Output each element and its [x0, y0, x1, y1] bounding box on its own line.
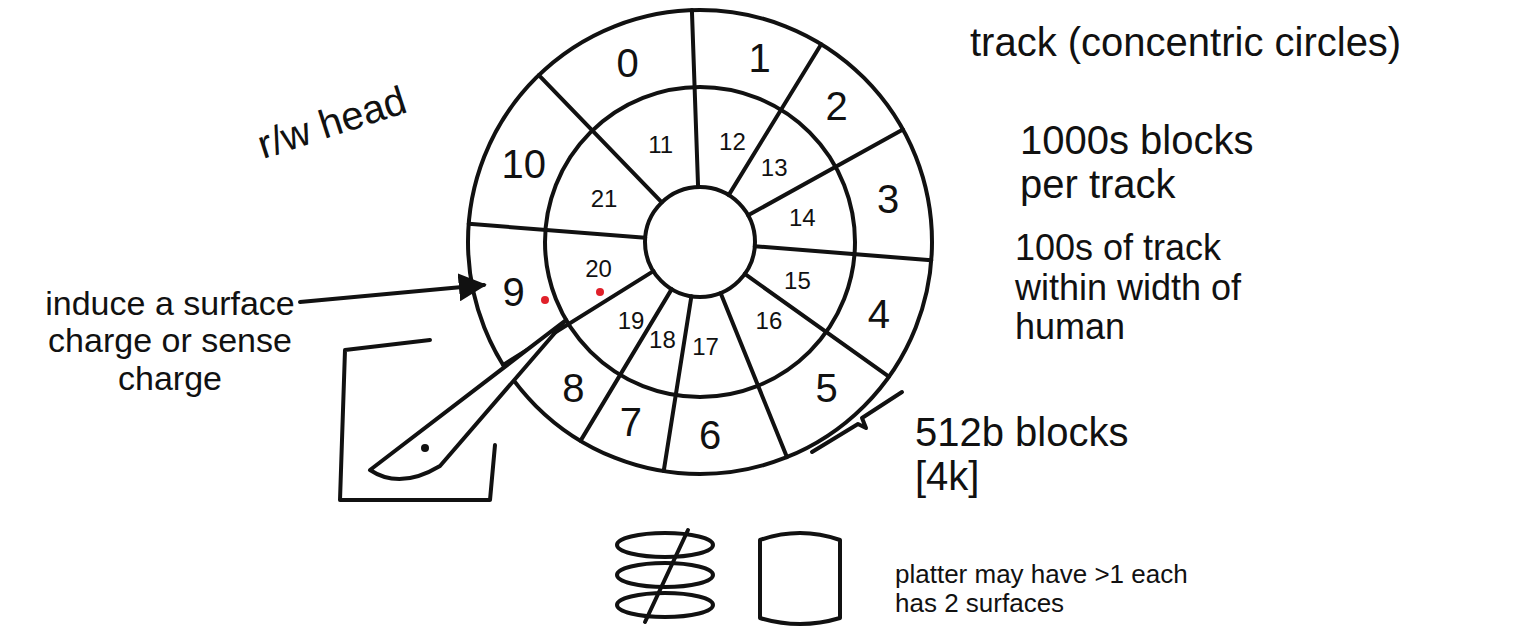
sector-divider — [469, 224, 646, 238]
sector-number: 8 — [562, 366, 584, 410]
red-dot — [596, 288, 604, 296]
stack-slash — [645, 530, 688, 622]
head-note: induce a surface charge or sense charge — [40, 285, 300, 397]
block-size-note: 512b blocks [4k] — [915, 410, 1145, 498]
sector-number: 16 — [756, 308, 783, 334]
sector-number: 5 — [815, 366, 837, 410]
sector-number: 1 — [748, 36, 770, 80]
sector-number: 11 — [648, 131, 673, 157]
sector-number: 18 — [649, 327, 676, 353]
sector-number: 6 — [699, 413, 721, 457]
blocks-note: 1000s blocks per track — [1020, 118, 1290, 206]
platter-note: platter may have >1 each has 2 surfaces — [895, 560, 1195, 617]
sector-number: 4 — [868, 292, 890, 336]
sector-dividers — [469, 10, 932, 471]
sector-number: 9 — [502, 270, 524, 314]
red-dot — [541, 296, 549, 304]
sector-number: 2 — [825, 84, 847, 128]
sector-divider — [664, 296, 692, 471]
platter-stack — [617, 593, 713, 617]
track-density-note: 100s of track within width of human — [1015, 228, 1265, 347]
sector-divider — [745, 274, 889, 377]
head-pivot — [421, 444, 429, 452]
sector-number: 20 — [585, 256, 612, 282]
sector-number: 17 — [692, 334, 719, 360]
sector-number: 13 — [761, 155, 788, 181]
sector-number: 15 — [784, 268, 811, 294]
sector-divider — [721, 293, 787, 457]
sector-number: 14 — [789, 205, 816, 231]
sector-number: 3 — [877, 177, 899, 221]
sector-divider — [755, 246, 932, 260]
sector-number: 21 — [591, 186, 618, 212]
sector-number: 0 — [617, 41, 639, 85]
track-note: track (concentric circles) — [970, 20, 1401, 64]
head-label: r/w head — [252, 77, 412, 166]
sector-divider — [692, 10, 698, 187]
sector-number: 7 — [620, 400, 642, 444]
platter-outline — [468, 10, 932, 474]
platter-stack — [617, 533, 713, 557]
track-circle — [545, 87, 855, 397]
cylinder-symbol — [760, 533, 840, 624]
sector-divider — [539, 75, 662, 202]
sector-divider — [729, 44, 822, 195]
sector-number: 12 — [719, 129, 746, 155]
sector-number: 10 — [501, 142, 546, 186]
read-write-head — [370, 320, 566, 479]
leader-arrow — [300, 285, 484, 302]
sector-number: 19 — [618, 308, 645, 334]
